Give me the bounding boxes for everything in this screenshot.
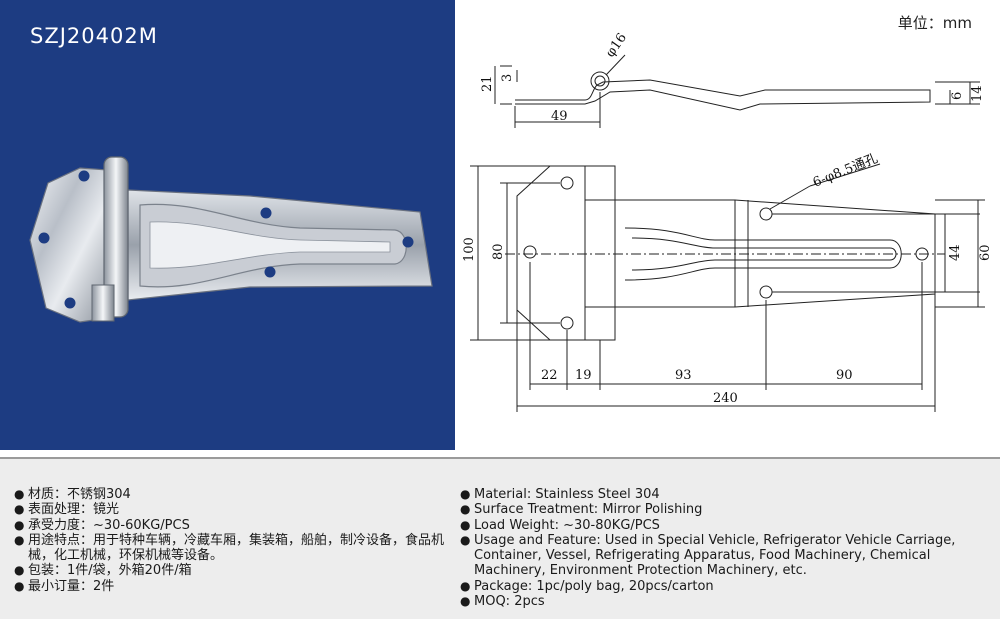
dim-holes: 6-φ8.5通孔: [811, 151, 880, 191]
dim-6: 6: [950, 92, 965, 100]
technical-drawing: φ16 21 3 49 6 14 6-φ8.5通孔 100 80 44 60 2…: [462, 31, 993, 412]
bullet-icon: ●: [14, 532, 25, 547]
bullet-icon: ●: [460, 487, 471, 501]
mount-hole: [260, 207, 272, 219]
dim-21: 21: [480, 75, 495, 92]
mount-hole: [64, 297, 76, 309]
mount-hole: [38, 232, 50, 244]
specification-panel: ●材质：不锈钢304 ●表面处理：镜光 ●承受力度：~30-60KG/PCS ●…: [0, 457, 1000, 619]
hinge-barrel: [103, 156, 129, 318]
dim-44: 44: [948, 244, 963, 261]
bullet-icon: ●: [14, 517, 25, 532]
spec-list-chinese: ●材质：不锈钢304 ●表面处理：镜光 ●承受力度：~30-60KG/PCS ●…: [14, 487, 444, 594]
top-view: [470, 163, 985, 412]
bullet-icon: ●: [14, 487, 25, 501]
bullet-icon: ●: [460, 517, 471, 532]
model-code: SZJ20402M: [30, 24, 158, 48]
mount-hole: [264, 266, 276, 278]
bullet-icon: ●: [14, 563, 25, 578]
list-item: ●承受力度：~30-60KG/PCS: [14, 517, 190, 533]
dim-22: 22: [541, 368, 558, 383]
bullet-icon: ●: [14, 502, 25, 517]
list-item: ●Surface Treatment: Mirror Polishing: [460, 502, 703, 518]
dim-14: 14: [970, 85, 985, 102]
bullet-icon: ●: [460, 594, 471, 609]
list-item: ●表面处理：镜光: [14, 502, 120, 518]
hinge-photo: [29, 156, 433, 323]
list-item: ●包装：1件/袋，外箱20件/箱: [14, 563, 192, 579]
bullet-icon: ●: [460, 532, 471, 547]
bullet-icon: ●: [14, 578, 25, 593]
bullet-icon: ●: [460, 502, 471, 517]
dim-19: 19: [575, 368, 592, 383]
mount-hole: [78, 170, 90, 182]
dim-93: 93: [675, 368, 692, 383]
dim-60: 60: [978, 244, 993, 261]
dim-100: 100: [462, 237, 477, 262]
list-item: ●Usage and Feature: Used in Special Vehi…: [460, 532, 956, 579]
dim-3: 3: [500, 74, 515, 82]
list-item: ●用途特点：用于特种车辆，冷藏车厢，集装箱，船舶，制冷设备，食品机械，化工机械，…: [14, 532, 445, 564]
spec-list-english: ●Material: Stainless Steel 304 ●Surface …: [460, 487, 980, 609]
side-view: [494, 54, 980, 128]
list-item: ●最小订量：2件: [14, 578, 115, 594]
product-photo-panel: SZJ20402M: [0, 0, 455, 450]
list-item: ●Material: Stainless Steel 304: [460, 487, 660, 502]
dim-49: 49: [551, 109, 568, 124]
list-item: ●MOQ: 2pcs: [460, 594, 545, 610]
dim-80: 80: [491, 243, 506, 260]
dim-phi16: φ16: [603, 31, 630, 61]
dim-90: 90: [836, 368, 853, 383]
mount-hole: [402, 236, 414, 248]
list-item: ●Load Weight: ~30-80KG/PCS: [460, 517, 660, 533]
bullet-icon: ●: [460, 578, 471, 593]
list-item: ●材质：不锈钢304: [14, 487, 131, 502]
unit-label: 单位：mm: [897, 14, 972, 32]
list-item: ●Package: 1pc/poly bag, 20pcs/carton: [460, 578, 714, 594]
dim-240: 240: [713, 391, 738, 406]
